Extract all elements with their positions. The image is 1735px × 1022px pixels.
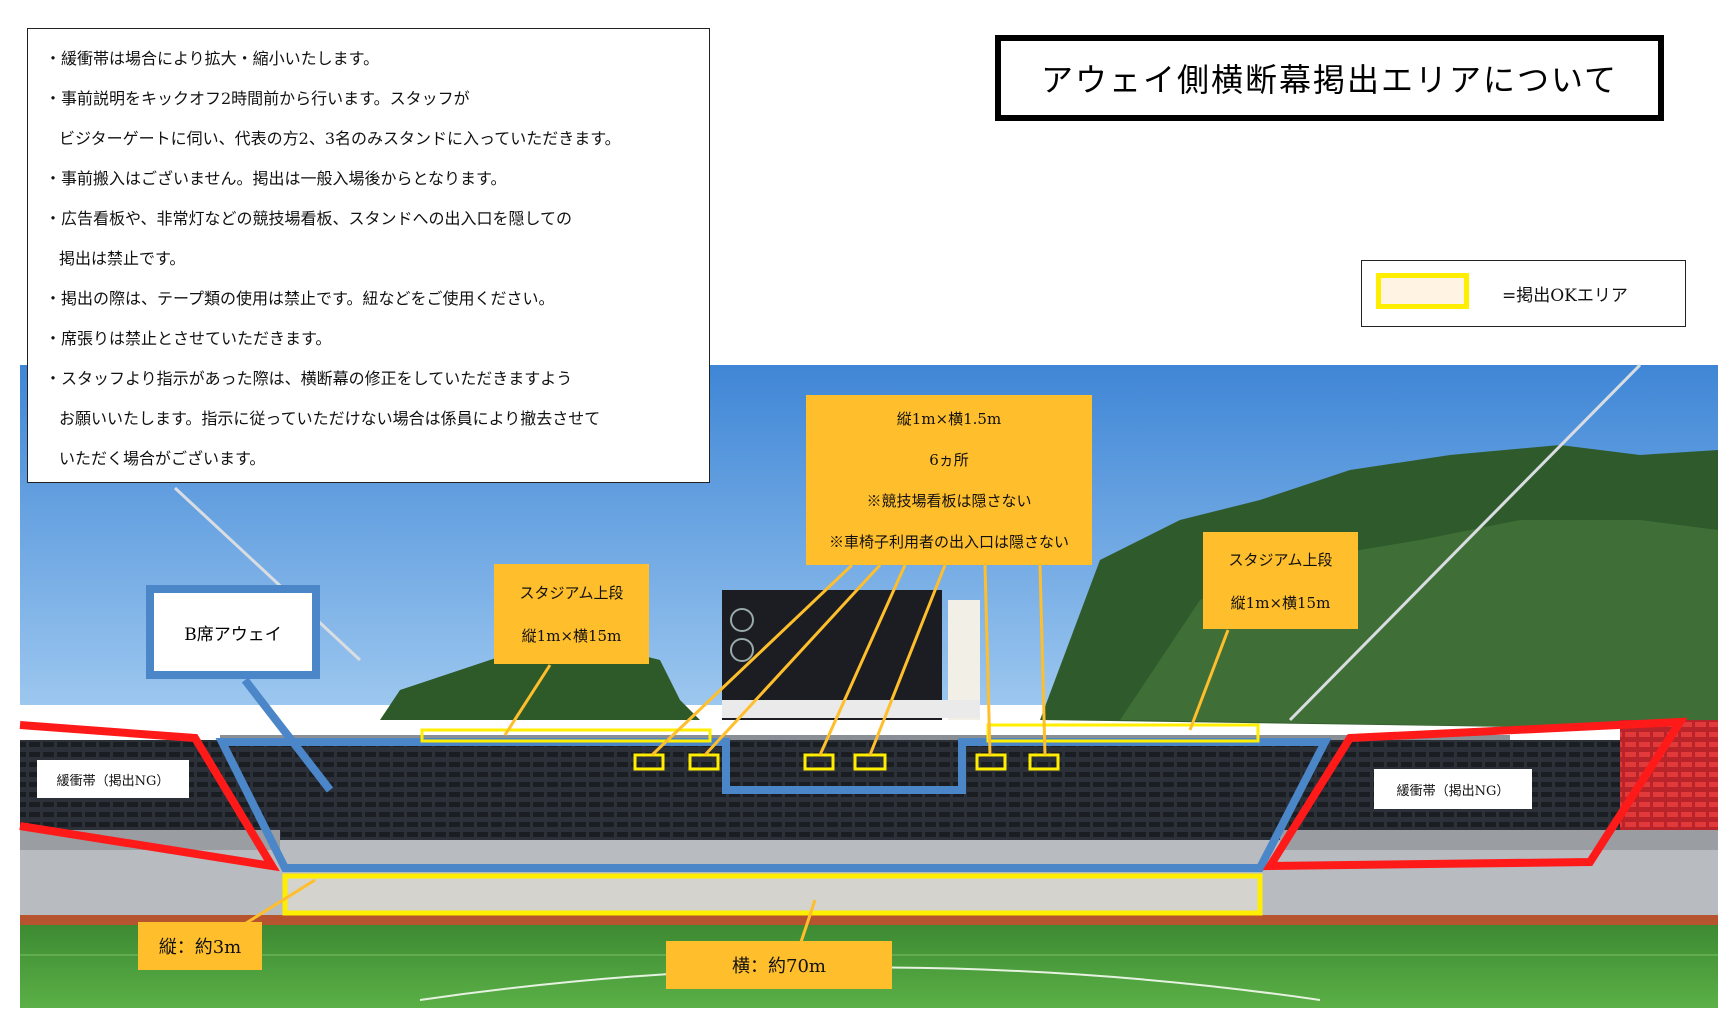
legend-text: =掲出OKエリア (1502, 286, 1628, 306)
label-buffer-right: 緩衝帯（掲出NG） (1374, 769, 1532, 809)
rule-2: ・事前説明をキックオフ2時間前から行います。スタッフが (45, 89, 470, 108)
legend-swatch (1376, 273, 1469, 309)
ok-area-small-5 (975, 753, 1007, 771)
rules-box: ・緩衝帯は場合により拡大・縮小いたします。 ・事前説明をキックオフ2時間前から行… (27, 28, 710, 483)
rule-4: ・広告看板や、非常灯などの競技場看板、スタンドへの出入口を隠しての (45, 209, 573, 228)
label-height: 縦：約3m (138, 922, 262, 970)
buffer-zone-right (1262, 717, 1688, 871)
label-upper-right-size: 縦1m×横15m (1230, 593, 1331, 612)
ok-area-small-3 (803, 753, 835, 771)
label-b-seki-away: B席アウェイ (146, 585, 320, 679)
label-center-note-2: ※車椅子利用者の出入口は隠さない (828, 533, 1069, 551)
buffer-zone-left (19, 721, 280, 872)
rule-2-cont: ビジターゲートに伺い、代表の方2、3名のみスタンドに入っていただきます。 (59, 129, 621, 148)
ok-area-upper-left (420, 728, 712, 743)
rule-7-cont: お願いいたします。指示に従っていただけない場合は係員により撤去させて (59, 409, 601, 428)
rule-6: ・席張りは禁止とさせていただきます。 (45, 329, 332, 348)
label-center-note-1: ※競技場看板は隠さない (866, 492, 1032, 510)
ok-area-small-2 (688, 753, 720, 771)
legend: =掲出OKエリア (1361, 260, 1686, 327)
label-upper-left-title: スタジアム上段 (519, 584, 624, 602)
label-upper-right: スタジアム上段 縦1m×横15m (1203, 532, 1358, 629)
away-section-outline (215, 738, 1332, 872)
rule-5: ・掲出の際は、テープ類の使用は禁止です。紐などをご使用ください。 (45, 289, 555, 308)
label-center-size: 縦1m×横1.5m (896, 410, 1002, 428)
rule-7-cont2: いただく場合がございます。 (59, 449, 266, 468)
page-title: アウェイ側横断幕掲出エリアについて (995, 35, 1664, 121)
ok-area-small-1 (633, 753, 665, 771)
label-center-banners: 縦1m×横1.5m 6ヵ所 ※競技場看板は隠さない ※車椅子利用者の出入口は隠さ… (806, 395, 1092, 565)
label-buffer-left: 緩衝帯（掲出NG） (37, 760, 189, 798)
rule-1: ・緩衝帯は場合により拡大・縮小いたします。 (45, 49, 380, 68)
rule-7: ・スタッフより指示があった際は、横断幕の修正をしていただきますよう (45, 369, 573, 388)
label-width: 横：約70m (666, 941, 892, 989)
label-upper-left-size: 縦1m×横15m (521, 627, 622, 645)
label-upper-right-title: スタジアム上段 (1228, 550, 1333, 569)
label-center-count: 6ヵ所 (929, 451, 969, 469)
rule-3: ・事前搬入はございません。掲出は一般入場後からとなります。 (45, 169, 507, 188)
label-upper-left: スタジアム上段 縦1m×横15m (494, 564, 649, 664)
rule-4-cont: 掲出は禁止です。 (59, 249, 186, 268)
ok-area-lower (282, 873, 1263, 916)
